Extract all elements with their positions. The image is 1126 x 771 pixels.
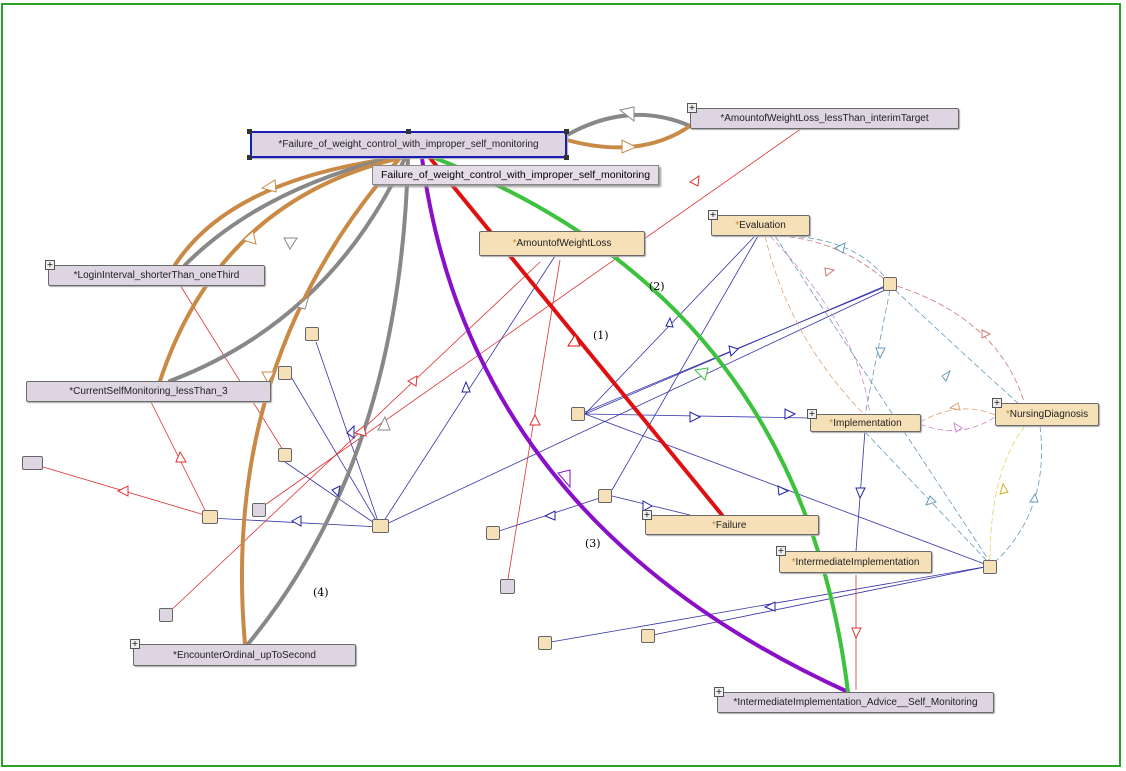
- node-current-self-monitoring[interactable]: *CurrentSelfMonitoring_lessThan_3: [26, 381, 271, 402]
- node-implementation[interactable]: + *Implementation: [807, 409, 921, 432]
- small-node[interactable]: [372, 519, 389, 533]
- expand-icon[interactable]: +: [687, 103, 697, 113]
- expand-icon[interactable]: +: [776, 546, 786, 556]
- canvas-frame: [1, 3, 1121, 767]
- resize-handle[interactable]: [564, 155, 569, 160]
- node-failure[interactable]: + *Failure: [642, 510, 819, 535]
- small-node[interactable]: [571, 407, 585, 421]
- node-encounter-ordinal[interactable]: + *EncounterOrdinal_upToSecond: [130, 639, 356, 666]
- edge-label-1: (1): [593, 329, 609, 342]
- expand-icon[interactable]: +: [642, 510, 652, 520]
- expand-icon[interactable]: +: [807, 409, 817, 419]
- small-node[interactable]: [202, 510, 218, 524]
- expand-icon[interactable]: +: [130, 639, 140, 649]
- small-node[interactable]: [278, 366, 292, 380]
- expand-icon[interactable]: +: [45, 260, 55, 270]
- edge-label-4: (4): [313, 586, 329, 599]
- node-nursing-diagnosis[interactable]: + *NursingDiagnosis: [992, 398, 1099, 426]
- resize-handle[interactable]: [247, 129, 252, 134]
- small-node[interactable]: [159, 608, 173, 622]
- node-amount-of-weight-loss[interactable]: *AmountofWeightLoss: [479, 231, 645, 256]
- small-node[interactable]: [598, 489, 612, 503]
- expand-icon[interactable]: +: [992, 398, 1002, 408]
- small-node[interactable]: [538, 636, 552, 650]
- expand-icon[interactable]: +: [708, 210, 718, 220]
- small-node[interactable]: [486, 526, 500, 540]
- node-tooltip: Failure_of_weight_control_with_improper_…: [372, 165, 659, 185]
- node-failure-of-weight-control[interactable]: *Failure_of_weight_control_with_improper…: [250, 131, 567, 158]
- arrowheads: [116, 106, 1039, 640]
- resize-handle[interactable]: [406, 129, 411, 134]
- edge-label-3: (3): [585, 537, 601, 550]
- thick-edges: [158, 112, 850, 694]
- expand-icon[interactable]: +: [714, 687, 724, 697]
- node-evaluation[interactable]: + *Evaluation: [708, 210, 810, 236]
- small-node[interactable]: [983, 560, 997, 574]
- small-node[interactable]: [641, 629, 655, 643]
- thin-red-edges: [32, 125, 857, 690]
- edge-label-2: (2): [649, 280, 665, 293]
- small-node[interactable]: [22, 456, 43, 470]
- node-intermediate-implementation[interactable]: + *IntermediateImplementation: [776, 546, 932, 573]
- node-login-interval[interactable]: + *LoginInterval_shorterThan_oneThird: [45, 260, 265, 286]
- small-node[interactable]: [883, 277, 897, 291]
- small-node[interactable]: [305, 327, 319, 341]
- node-amount-weight-loss-interim[interactable]: + *AmountofWeightLoss_lessThan_interimTa…: [687, 103, 959, 129]
- resize-handle[interactable]: [564, 129, 569, 134]
- small-node[interactable]: [500, 579, 515, 594]
- node-advice-self-monitoring[interactable]: + *IntermediateImplementation_Advice__Se…: [714, 687, 994, 713]
- small-node[interactable]: [278, 448, 292, 462]
- small-node[interactable]: [252, 503, 266, 517]
- thin-blue-edges: [209, 235, 991, 644]
- resize-handle[interactable]: [247, 155, 252, 160]
